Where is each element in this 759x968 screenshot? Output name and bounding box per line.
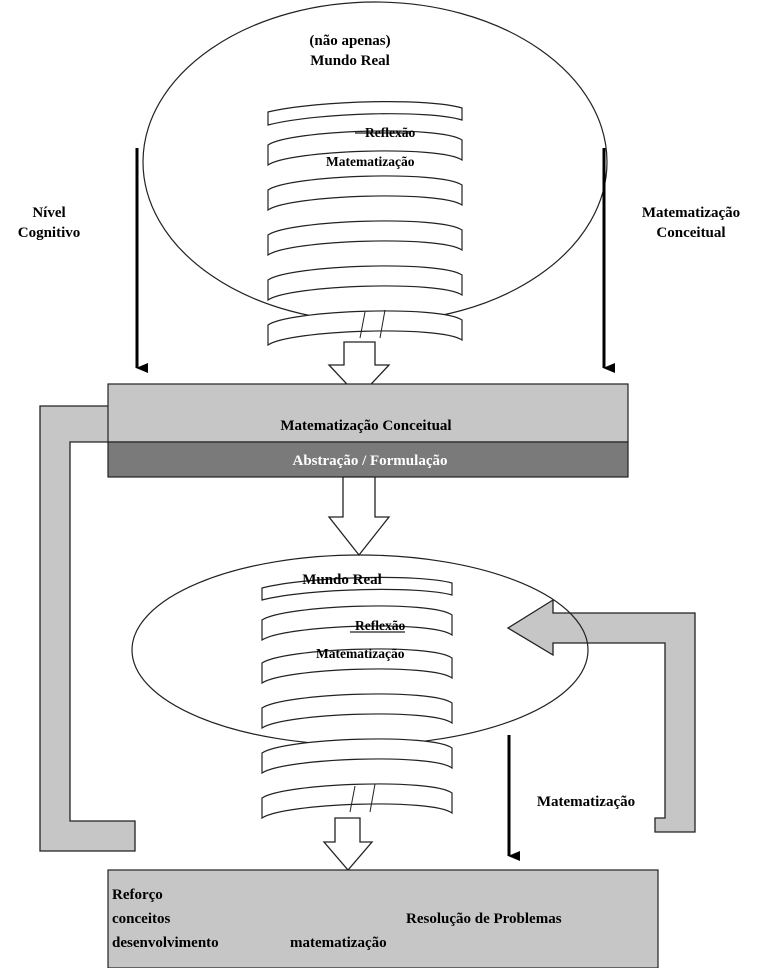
cognitive-level-line2: Cognitivo [18, 225, 81, 241]
hollow-arrow-bottom [322, 817, 374, 871]
top-spiral-label-top: Reflexão [365, 125, 415, 140]
conceptual-box-bottom [107, 441, 629, 478]
top-ellipse-line2: Mundo Real [310, 53, 390, 69]
top-spiral-label-bottom: Matematização [326, 154, 415, 169]
conceptual-box-title: Matematização Conceitual [280, 418, 451, 434]
bottom-box [107, 869, 659, 968]
top-ellipse-line1: (não apenas) [309, 33, 390, 49]
bottom-box-right: Resolução de Problemas [406, 911, 562, 927]
top-spiral [267, 101, 463, 347]
bottom-spiral-label-top: Reflexão [355, 618, 405, 633]
cognitive-level-line1: Nível [32, 205, 65, 221]
feedback-loop-right [506, 598, 696, 833]
bottom-ellipse-title: Mundo Real [302, 572, 382, 588]
conceptual-label-line2: Conceitual [656, 225, 725, 241]
conceptual-box-subtitle: Abstração / Formulação [293, 453, 448, 469]
mathematization-label: Matematização [537, 794, 635, 810]
bottom-box-center: matematização [290, 935, 387, 951]
bottom-spiral [261, 576, 453, 820]
hollow-arrow-middle [327, 476, 391, 557]
conceptual-label-line1: Matematização [642, 205, 740, 221]
conceptual-box-top [107, 383, 629, 443]
bottom-spiral-label-bottom: Matematização [316, 646, 405, 661]
hollow-arrow-top [327, 341, 391, 398]
bottom-box-left-line2: conceitos [112, 911, 170, 927]
bottom-box-left-line3: desenvolvimento [112, 935, 219, 951]
bottom-box-left-line1: Reforço [112, 887, 163, 903]
